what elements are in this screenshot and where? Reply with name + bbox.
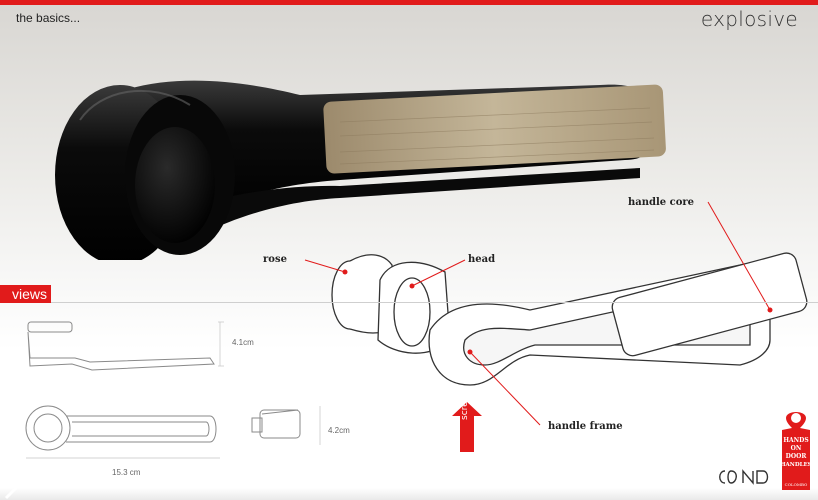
views-tab: views — [0, 285, 51, 303]
length-dimension: 15.3 cm — [112, 468, 141, 477]
handle-core-label: handle core — [628, 197, 695, 208]
section-title: the basics... — [16, 11, 81, 25]
brand-logo — [719, 469, 769, 485]
exploded-view-drawing — [304, 201, 808, 426]
svg-text:HANDLES: HANDLES — [780, 462, 811, 468]
svg-text:ON: ON — [791, 445, 802, 452]
rose-label: rose — [263, 254, 287, 265]
handle-render — [55, 80, 666, 260]
corner-arrow-icon — [4, 474, 28, 500]
footer-band — [0, 488, 818, 500]
svg-text:COLOMBO: COLOMBO — [785, 482, 808, 487]
side-height-dimension: 4.1cm — [232, 338, 254, 347]
page-title: explosive — [700, 7, 798, 31]
head-label: head — [468, 254, 496, 265]
svg-text:DOOR: DOOR — [786, 453, 808, 460]
views-divider — [51, 302, 818, 303]
screw-arrow-icon — [452, 402, 482, 452]
top-accent-bar — [0, 0, 818, 5]
hang-tag-logo: HANDS ON DOOR HANDLES COLOMBO — [780, 412, 812, 490]
handle-frame-label: handle frame — [548, 421, 623, 432]
screw-label: screw — [460, 393, 470, 420]
front-height-dimension: 4.2cm — [328, 426, 350, 435]
svg-text:HANDS: HANDS — [783, 437, 808, 444]
technical-views — [25, 321, 321, 459]
